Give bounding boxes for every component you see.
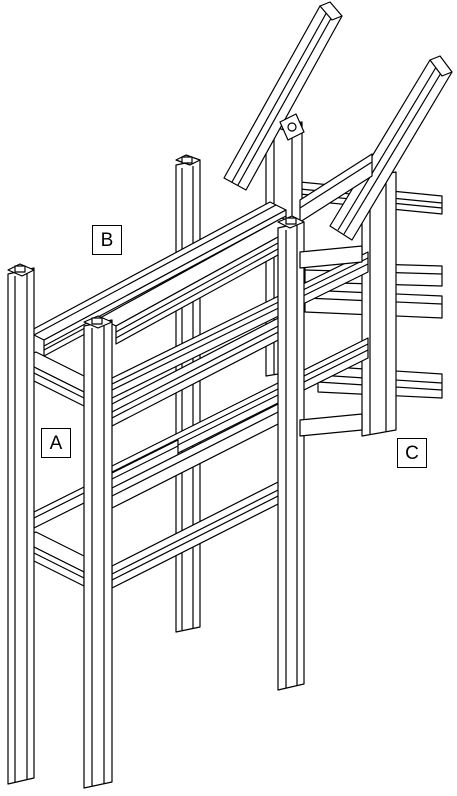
frame-b-top-rail [27, 201, 287, 357]
angled-bar-left [223, 1, 343, 191]
callout-label-a: A [41, 428, 71, 458]
front-center-post [83, 315, 113, 789]
frame-c-post [361, 171, 397, 437]
angled-bar-right [329, 55, 453, 241]
front-right-post [277, 215, 305, 691]
back-upper-rail [299, 153, 373, 223]
callout-label-c: C [397, 438, 427, 468]
front-left-post [7, 263, 35, 785]
callout-label-b: B [92, 225, 122, 255]
frame-c-link-upper [299, 245, 363, 269]
angled-bracket [279, 113, 305, 141]
back-post-middle [175, 154, 201, 633]
frame-c-link-lower [299, 413, 363, 437]
